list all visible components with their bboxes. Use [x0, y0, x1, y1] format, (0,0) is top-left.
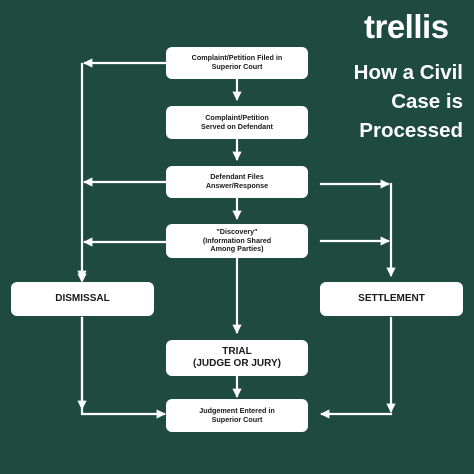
step-complaint-served: Complaint/Petition Served on Defendant [166, 106, 308, 139]
step-defendant-answer: Defendant Files Answer/Response [166, 166, 308, 198]
step-complaint-filed: Complaint/Petition Filed in Superior Cou… [166, 47, 308, 79]
step-trial: TRIAL (JUDGE OR JURY) [166, 340, 308, 376]
step-dismissal: DISMISSAL [11, 282, 154, 316]
diagram-title: How a Civil Case is Processed [313, 58, 463, 145]
arrow-dismissal-to-judgement [80, 316, 166, 419]
step-discovery: "Discovery" (Information Shared Among Pa… [166, 224, 308, 258]
step-settlement: SETTLEMENT [320, 282, 463, 316]
step-judgement: Judgement Entered in Superior Court [166, 399, 308, 432]
trellis-logo: trellis [364, 8, 449, 45]
title-line-2: Case is [391, 90, 463, 113]
title-line-1: How a Civil [353, 61, 463, 84]
title-line-3: Processed [359, 119, 463, 142]
arrow-left-trunk [77, 273, 87, 283]
